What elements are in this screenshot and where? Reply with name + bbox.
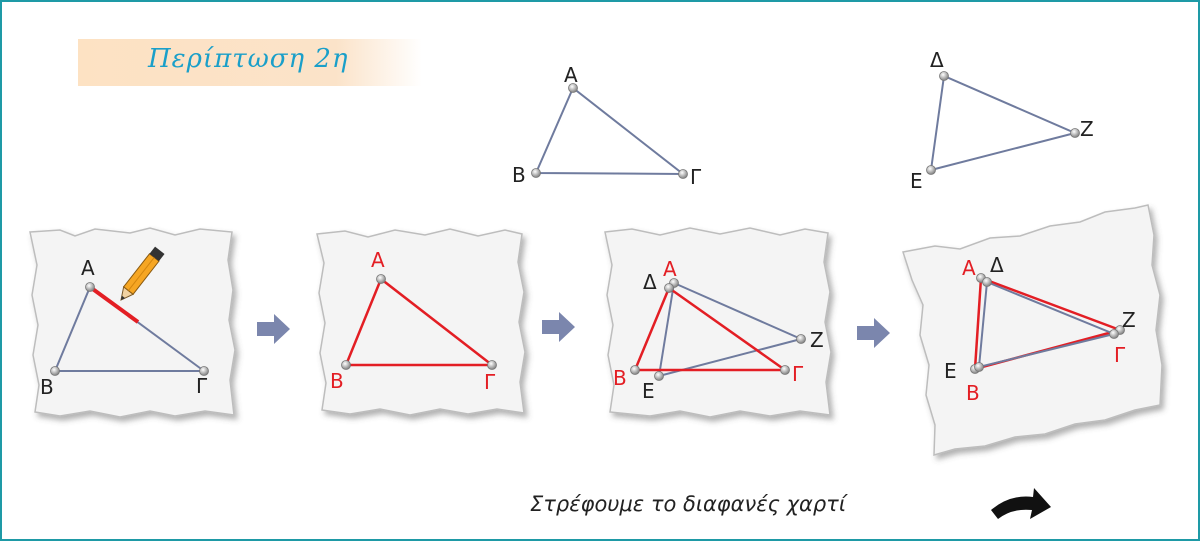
label-z: Ζ <box>810 328 824 352</box>
label-a: Α <box>371 248 385 272</box>
paper-step-4: Α Δ Ε Β Ζ Γ <box>902 204 1163 457</box>
arrow-right-icon <box>257 314 290 344</box>
title-banner: Περίπτωση 2η <box>78 39 422 86</box>
paper-step-2: Α Β Γ <box>316 228 526 416</box>
label-a: Α <box>564 63 578 87</box>
label-g: Γ <box>196 374 208 398</box>
label-b: Β <box>512 163 526 187</box>
paper-step-3: Α Δ Β Ε Γ Ζ <box>604 227 832 418</box>
label-b: Β <box>330 369 344 393</box>
caption: Στρέφουμε το διαφανές χαρτί <box>530 492 846 516</box>
reference-triangle-dez: Δ Ε Ζ <box>910 48 1094 193</box>
page-title: Περίπτωση 2η <box>148 44 349 74</box>
label-g: Γ <box>792 362 804 386</box>
arrow-right-icon <box>542 312 575 342</box>
label-z: Ζ <box>1122 308 1136 332</box>
paper-step-1: Α Β Γ <box>29 227 236 418</box>
label-g: Γ <box>1114 343 1126 367</box>
label-d: Δ <box>990 253 1004 277</box>
label-e: Ε <box>910 169 923 193</box>
label-e: Ε <box>944 359 957 383</box>
label-a: Α <box>962 256 976 280</box>
label-d: Δ <box>930 48 944 72</box>
label-g: Γ <box>484 370 496 394</box>
label-e: Ε <box>642 379 655 403</box>
label-d: Δ <box>643 270 657 294</box>
label-z: Ζ <box>1080 117 1094 141</box>
label-b: Β <box>40 375 54 399</box>
label-a: Α <box>81 256 95 280</box>
label-g: Γ <box>690 165 702 189</box>
label-b: Β <box>613 366 627 390</box>
pencil-icon <box>120 246 165 301</box>
rotate-arrow-icon <box>991 488 1051 519</box>
arrow-right-icon <box>857 318 890 348</box>
label-a: Α <box>663 257 677 281</box>
label-b: Β <box>966 381 980 405</box>
reference-triangle-abg: Α Β Γ <box>512 63 702 189</box>
